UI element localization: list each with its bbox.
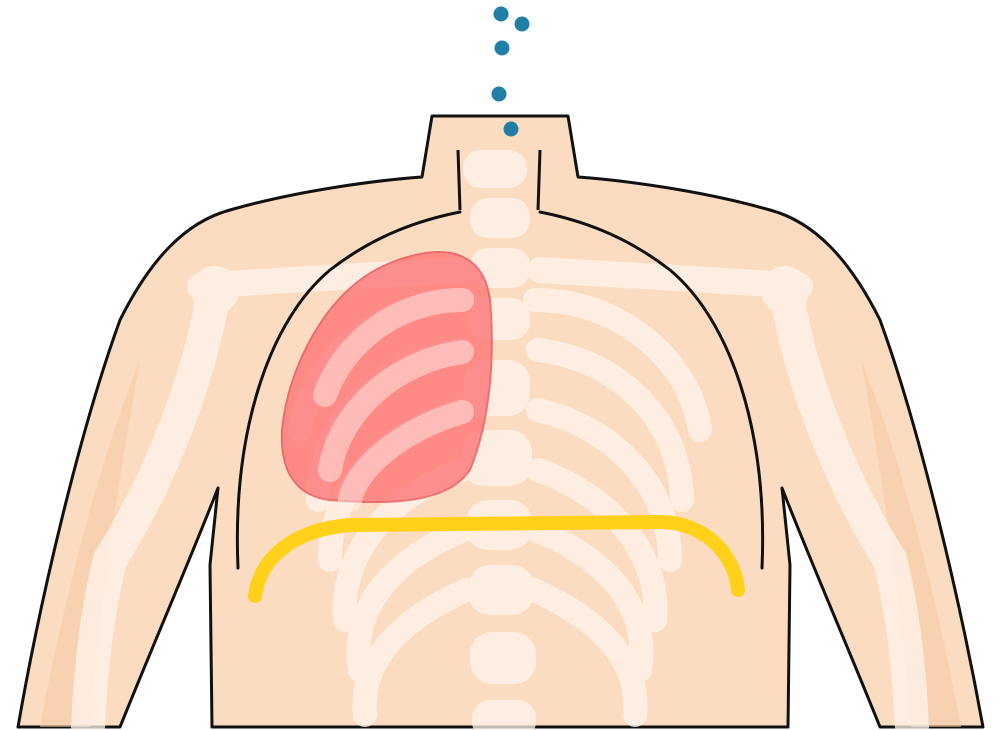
neck-line-left [458, 150, 460, 210]
vertebra [470, 632, 536, 684]
vertebra [472, 700, 536, 730]
neck-line-right [538, 150, 540, 210]
left-shoulder-joint [191, 266, 239, 314]
air-particle [495, 41, 510, 56]
right-clavicle [540, 270, 800, 286]
vertebra [470, 198, 530, 238]
air-particle [492, 87, 507, 102]
air-particle [504, 122, 519, 137]
air-particle [494, 7, 509, 22]
vertebra [463, 150, 527, 188]
air-particle [515, 17, 530, 32]
right-shoulder-joint [761, 266, 809, 314]
